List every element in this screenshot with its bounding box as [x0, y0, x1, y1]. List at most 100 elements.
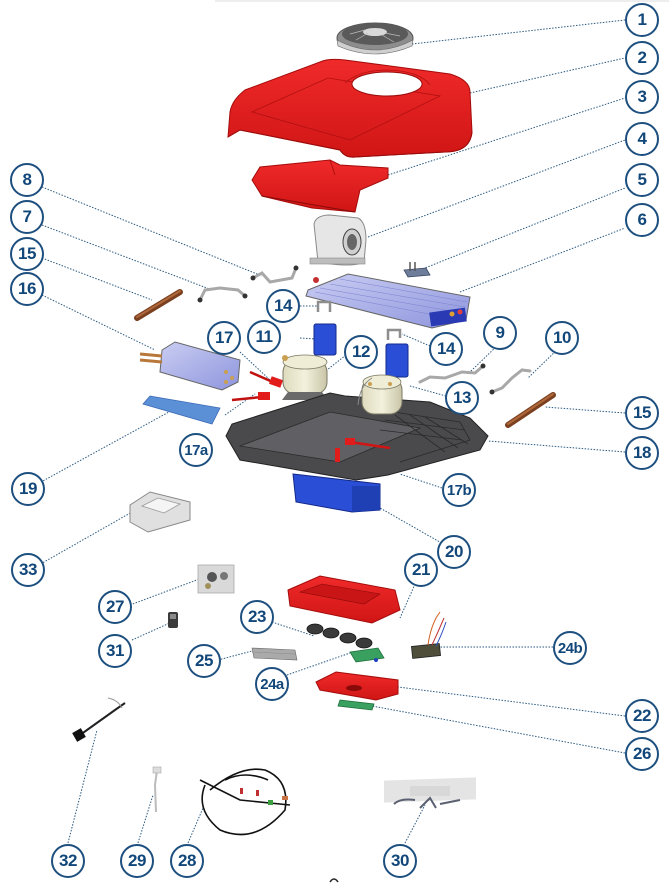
callout-16[interactable]: 16 [10, 272, 44, 306]
part-filter-drier-left [134, 289, 183, 321]
leader-25 [217, 650, 253, 661]
callout-17[interactable]: 17 [207, 321, 241, 355]
leader-16 [41, 294, 156, 351]
part-compressor-12 [282, 354, 328, 400]
leader-26 [371, 705, 626, 754]
part-sensor [152, 766, 162, 813]
callout-6[interactable]: 6 [625, 203, 659, 237]
part-evaporator [139, 341, 241, 391]
callout-24a[interactable]: 24a [255, 667, 289, 701]
callout-20[interactable]: 20 [437, 535, 471, 569]
callout-29[interactable]: 29 [120, 844, 154, 878]
leader-1 [411, 19, 626, 45]
leader-21 [399, 572, 421, 619]
callout-32[interactable]: 32 [51, 844, 85, 878]
leader-30 [404, 804, 426, 844]
part-ribbon-cable [251, 647, 298, 661]
part-display-board [349, 647, 385, 663]
leader-4 [367, 139, 626, 238]
part-wiring-harness [199, 768, 291, 836]
part-clips [316, 300, 402, 340]
callout-9[interactable]: 9 [483, 316, 517, 350]
callout-7[interactable]: 7 [10, 200, 44, 234]
pipe-9 [418, 364, 485, 384]
part-knobs [306, 623, 373, 649]
callout-21[interactable]: 21 [404, 553, 438, 587]
callout-12[interactable]: 12 [344, 335, 378, 369]
leader-19 [29, 406, 179, 489]
part-pipes [198, 266, 532, 394]
callout-26[interactable]: 26 [625, 737, 659, 771]
part-base-tray [225, 392, 489, 481]
part-air-duct [251, 159, 389, 213]
part-control-board [411, 611, 447, 659]
callout-15-left[interactable]: 15 [10, 237, 44, 271]
callout-3[interactable]: 3 [625, 80, 659, 114]
leader-27 [129, 577, 203, 606]
pipe-fittings [197, 265, 495, 395]
leader-28 [187, 807, 204, 844]
callout-14-right[interactable]: 14 [429, 332, 463, 366]
leader-10 [527, 344, 563, 379]
leader-8 [41, 186, 263, 277]
callout-2[interactable]: 2 [625, 41, 659, 75]
callout-33[interactable]: 33 [11, 553, 45, 587]
callout-4[interactable]: 4 [625, 122, 659, 156]
callout-14-left[interactable]: 14 [266, 289, 300, 323]
part-hardware-bag [197, 564, 235, 594]
part-led-board [337, 699, 375, 711]
callout-25[interactable]: 25 [187, 644, 221, 678]
leader-18 [487, 440, 626, 453]
part-foam-block [129, 491, 191, 533]
callout-23[interactable]: 23 [240, 600, 274, 634]
leader-14b [401, 333, 431, 347]
part-top-cover [227, 58, 473, 158]
leader-7 [41, 224, 213, 291]
part-decal [384, 777, 476, 809]
part-filter [142, 395, 221, 425]
callout-17b[interactable]: 17b [442, 473, 476, 507]
leader-29 [137, 794, 154, 844]
callout-19[interactable]: 19 [11, 472, 45, 506]
callout-13[interactable]: 13 [445, 381, 479, 415]
part-bracket [403, 262, 431, 278]
leader-6 [459, 227, 626, 293]
part-front-panel [315, 671, 399, 701]
part-fan-grille [336, 22, 414, 55]
callout-22[interactable]: 22 [625, 699, 659, 733]
leader-15b [544, 406, 626, 414]
part-heaters [231, 370, 284, 402]
callout-15-right[interactable]: 15 [625, 396, 659, 430]
leader-32 [67, 729, 98, 844]
callout-11[interactable]: 11 [247, 320, 281, 354]
harness-connectors [240, 788, 288, 805]
leader-lines [29, 19, 626, 844]
callout-30[interactable]: 30 [383, 844, 417, 878]
leader-17 [239, 351, 271, 381]
leader-24a [286, 652, 351, 676]
callout-1[interactable]: 1 [625, 3, 659, 37]
leader-11 [299, 337, 317, 340]
callout-28[interactable]: 28 [170, 844, 204, 878]
leader-22 [397, 686, 626, 717]
callout-27[interactable]: 27 [98, 590, 132, 624]
leader-15a [41, 257, 153, 301]
leader-33 [29, 511, 133, 571]
callout-17a[interactable]: 17a [179, 433, 213, 467]
leader-13 [409, 385, 447, 397]
page-edge-mark [329, 878, 339, 883]
part-blower [309, 214, 367, 266]
pipe-10 [490, 368, 532, 394]
callout-31[interactable]: 31 [98, 634, 132, 668]
callout-5[interactable]: 5 [625, 163, 659, 197]
callout-10[interactable]: 10 [545, 321, 579, 355]
callout-8[interactable]: 8 [10, 163, 44, 197]
part-inner-frame [287, 575, 401, 624]
callout-24b[interactable]: 24b [553, 631, 587, 665]
leader-3 [387, 97, 626, 176]
callout-18[interactable]: 18 [625, 436, 659, 470]
part-power-cable [72, 697, 126, 742]
part-drain-box [292, 473, 381, 513]
